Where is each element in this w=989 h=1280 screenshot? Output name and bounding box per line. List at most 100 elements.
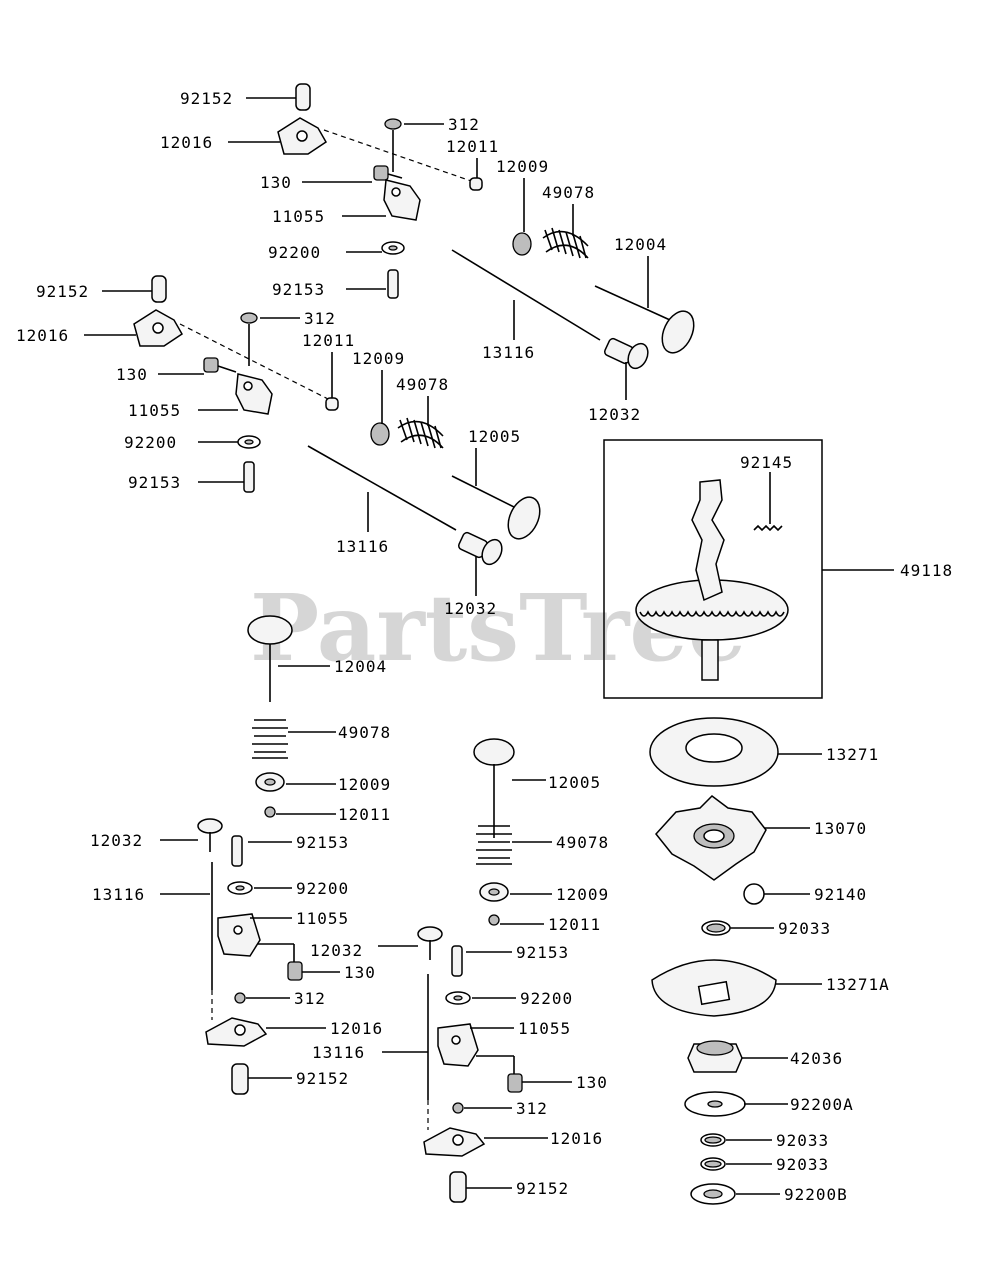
callout-label: 92152 [36, 282, 89, 301]
callout-label: 12016 [550, 1129, 603, 1148]
exploded-column-right: 12005 49078 12009 12011 12032 92153 9220… [310, 738, 609, 1203]
callout-label: 92033 [776, 1155, 829, 1174]
rocker-assembly-lower: 92152 12016 312 12011 130 11055 12009 49… [16, 275, 541, 618]
collar-part [151, 275, 167, 303]
shaft-end-part [701, 639, 719, 681]
callout-label: 12011 [446, 137, 499, 156]
callout-label: 13116 [336, 537, 389, 556]
exploded-column-left: 12004 49078 12009 12011 12032 92153 1311… [90, 615, 391, 1095]
callout-label: 92152 [516, 1179, 569, 1198]
callout-label: 12011 [548, 915, 601, 934]
callout-label: 312 [294, 989, 326, 1008]
callout-label: 12011 [338, 805, 391, 824]
callout-label: 92153 [296, 833, 349, 852]
callout-label: 130 [344, 963, 376, 982]
camshaft-box [603, 439, 823, 699]
stud-part [451, 945, 463, 977]
callout-label: 92140 [814, 885, 867, 904]
callout-label: 12005 [548, 773, 601, 792]
ball-part [743, 883, 765, 905]
bolt-part [373, 165, 389, 181]
callout-label: 12032 [310, 941, 363, 960]
callout-label: 12032 [444, 599, 497, 618]
callout-label: 12011 [302, 331, 355, 350]
callout-label: 49078 [542, 183, 595, 202]
callout-label: 92033 [778, 919, 831, 938]
stud-part [387, 269, 399, 299]
callout-label: 42036 [790, 1049, 843, 1068]
spring-part [399, 417, 442, 449]
seal-part [512, 232, 532, 256]
callout-label: 12005 [468, 427, 521, 446]
callout-label: 49118 [900, 561, 953, 580]
callout-label: 92152 [296, 1069, 349, 1088]
callout-label: 12004 [614, 235, 667, 254]
bolt-part [203, 357, 219, 373]
callout-label: 92200B [784, 1185, 848, 1204]
callout-label: 12009 [496, 157, 549, 176]
nut-part [384, 118, 402, 130]
camshaft-part [691, 479, 725, 602]
guide-part [437, 1023, 479, 1067]
callout-label: 11055 [296, 909, 349, 928]
callout-label: 11055 [518, 1019, 571, 1038]
callout-label: 92200 [296, 879, 349, 898]
spring-part [544, 227, 587, 259]
callout-label: 49078 [556, 833, 609, 852]
callout-label: 12032 [90, 831, 143, 850]
callout-label: 12016 [160, 133, 213, 152]
callout-label: 312 [448, 115, 480, 134]
spring-pin-part [753, 524, 783, 532]
callout-label: 12009 [352, 349, 405, 368]
seal-part [370, 422, 390, 446]
governor-stack: 13271 13070 92140 92033 13271A 42036 922… [649, 717, 890, 1205]
callout-label: 92200 [268, 243, 321, 262]
callout-label: 92152 [180, 89, 233, 108]
guide-part [217, 913, 261, 957]
callout-label: 49078 [396, 375, 449, 394]
callout-label: 13271 [826, 745, 879, 764]
callout-label: 13271A [826, 975, 890, 994]
callout-label: 92153 [516, 943, 569, 962]
valve-part [661, 310, 695, 354]
nut-part [452, 1102, 464, 1114]
callout-label: 13116 [482, 343, 535, 362]
guide-part [235, 373, 273, 415]
callout-label: 13116 [312, 1043, 365, 1062]
callout-label: 92153 [128, 473, 181, 492]
callout-label: 92200 [520, 989, 573, 1008]
nut-part [240, 312, 258, 324]
callout-label: 12016 [16, 326, 69, 345]
rocker-assembly-upper: 92152 12016 312 12011 130 11055 12009 49… [160, 83, 695, 424]
tappet-part [417, 926, 443, 942]
cap-part [469, 177, 483, 191]
callout-label: 130 [576, 1073, 608, 1092]
valve-head-part [473, 738, 515, 766]
spring-part [252, 719, 288, 759]
callout-label: 130 [116, 365, 148, 384]
camshaft-assembly: 92145 49118 [603, 439, 953, 699]
guide-part [383, 179, 421, 221]
valve-head-part [247, 615, 293, 645]
callout-label: 130 [260, 173, 292, 192]
collar-part [295, 83, 311, 111]
callout-label: 92153 [272, 280, 325, 299]
callout-label: 12016 [330, 1019, 383, 1038]
spring-part [476, 825, 512, 865]
callout-label: 13116 [92, 885, 145, 904]
callout-label: 12032 [588, 405, 641, 424]
tappet-part [197, 818, 223, 834]
callout-label: 11055 [272, 207, 325, 226]
cap-part [264, 806, 276, 818]
callout-label: 312 [516, 1099, 548, 1118]
callout-label: 12004 [334, 657, 387, 676]
collar-part [449, 1171, 467, 1203]
callout-label: 312 [304, 309, 336, 328]
collar-part [231, 1063, 249, 1095]
nut-part [234, 992, 246, 1004]
stud-part [243, 461, 255, 493]
callout-label: 11055 [128, 401, 181, 420]
stud-part [231, 835, 243, 867]
callout-label: 92033 [776, 1131, 829, 1150]
